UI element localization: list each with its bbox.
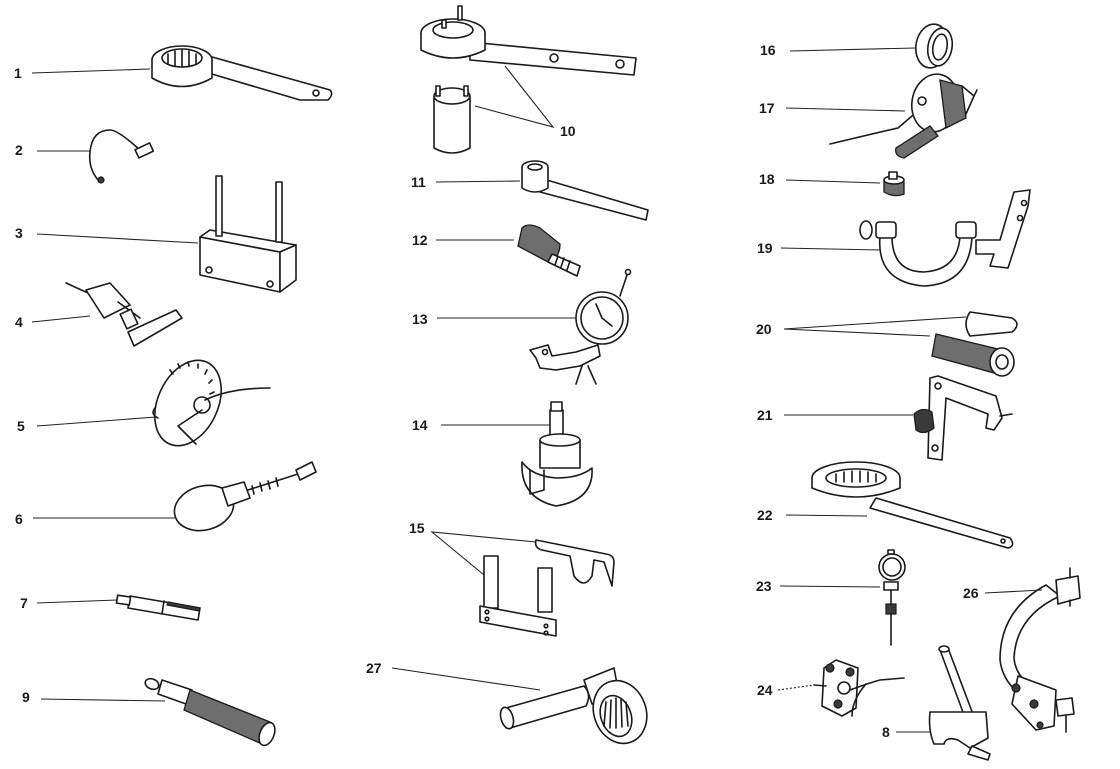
leader-10 — [474, 65, 555, 128]
leader-1 — [31, 68, 151, 74]
leader-15 — [430, 531, 537, 576]
tool-22-ring-nut-spanner — [811, 461, 1014, 549]
leader-22 — [785, 514, 868, 517]
tool-5-degree-wheel — [152, 359, 271, 447]
leader-18 — [785, 179, 881, 184]
tool-17-flywheel-puller — [829, 73, 978, 159]
callout-label-17: 17 — [759, 100, 775, 116]
tool-26-semicircular-support — [999, 567, 1081, 733]
tool-13-dial-gauge — [529, 268, 632, 385]
callout-label-22: 22 — [757, 507, 773, 523]
tool-12-threaded-adapter — [517, 224, 581, 277]
leader-26 — [984, 589, 1043, 594]
tool-4-slide-hammer — [65, 282, 183, 347]
callout-label-12: 12 — [412, 232, 428, 248]
callout-label-1: 1 — [14, 65, 22, 81]
callout-label-13: 13 — [412, 311, 428, 327]
tool-18-knurled-nut — [883, 171, 905, 197]
tool-1-ring-spanner — [151, 45, 333, 101]
callout-label-18: 18 — [759, 171, 775, 187]
callout-label-24: 24 — [757, 682, 773, 698]
tool-15-gauge-plates — [479, 539, 615, 637]
callout-label-9: 9 — [22, 689, 30, 705]
tool-20-pin-drivers — [931, 311, 1018, 377]
leader-4 — [31, 315, 91, 323]
callout-label-14: 14 — [412, 417, 428, 433]
callout-label-23: 23 — [756, 578, 772, 594]
leader-9 — [40, 698, 166, 702]
leader-27 — [391, 667, 541, 691]
tool-7-drift-pin — [115, 594, 201, 621]
callout-label-20: 20 — [756, 321, 772, 337]
callout-label-10: 10 — [560, 123, 576, 139]
tool-23-bore-gauge — [878, 549, 906, 646]
callout-label-7: 7 — [20, 595, 28, 611]
callout-label-4: 4 — [15, 314, 23, 330]
tool-6-strap-wrench — [173, 461, 317, 532]
tool-9-knurled-drift — [144, 677, 276, 747]
tool-14-puller-body — [521, 401, 593, 507]
tool-10-pin-spanner — [420, 5, 637, 154]
tool-3-stud-plate — [199, 175, 297, 293]
leader-7 — [36, 599, 118, 604]
leader-17 — [785, 107, 906, 112]
callout-label-2: 2 — [15, 142, 23, 158]
tool-27-ratchet-handle — [499, 667, 648, 745]
tool-2-hook — [88, 129, 155, 184]
callout-label-8: 8 — [882, 724, 890, 740]
leader-3 — [36, 233, 199, 244]
leader-19 — [780, 247, 881, 251]
tool-24-holder-plate — [813, 659, 905, 717]
tool-21-bracket-knob — [913, 375, 1013, 461]
tool-8-valve-spring-compressor — [928, 645, 991, 761]
tool-19-c-clamp-support — [859, 189, 1031, 287]
leader-24 — [777, 684, 815, 691]
callout-label-5: 5 — [17, 418, 25, 434]
tool-16-seal-installer — [914, 23, 954, 69]
callout-label-15: 15 — [409, 520, 425, 536]
leader-5 — [36, 416, 157, 427]
callout-label-6: 6 — [15, 511, 23, 527]
callout-label-27: 27 — [366, 660, 382, 676]
tool-11-socket-wrench — [521, 160, 649, 221]
leader-11 — [435, 180, 521, 183]
callout-label-26: 26 — [963, 585, 979, 601]
callout-label-21: 21 — [757, 407, 773, 423]
callout-label-16: 16 — [760, 42, 776, 58]
callout-label-3: 3 — [15, 225, 23, 241]
leader-23 — [779, 585, 881, 588]
callout-label-11: 11 — [411, 174, 426, 190]
leader-20 — [783, 316, 967, 337]
callout-label-19: 19 — [757, 240, 773, 256]
leader-16 — [789, 47, 916, 52]
